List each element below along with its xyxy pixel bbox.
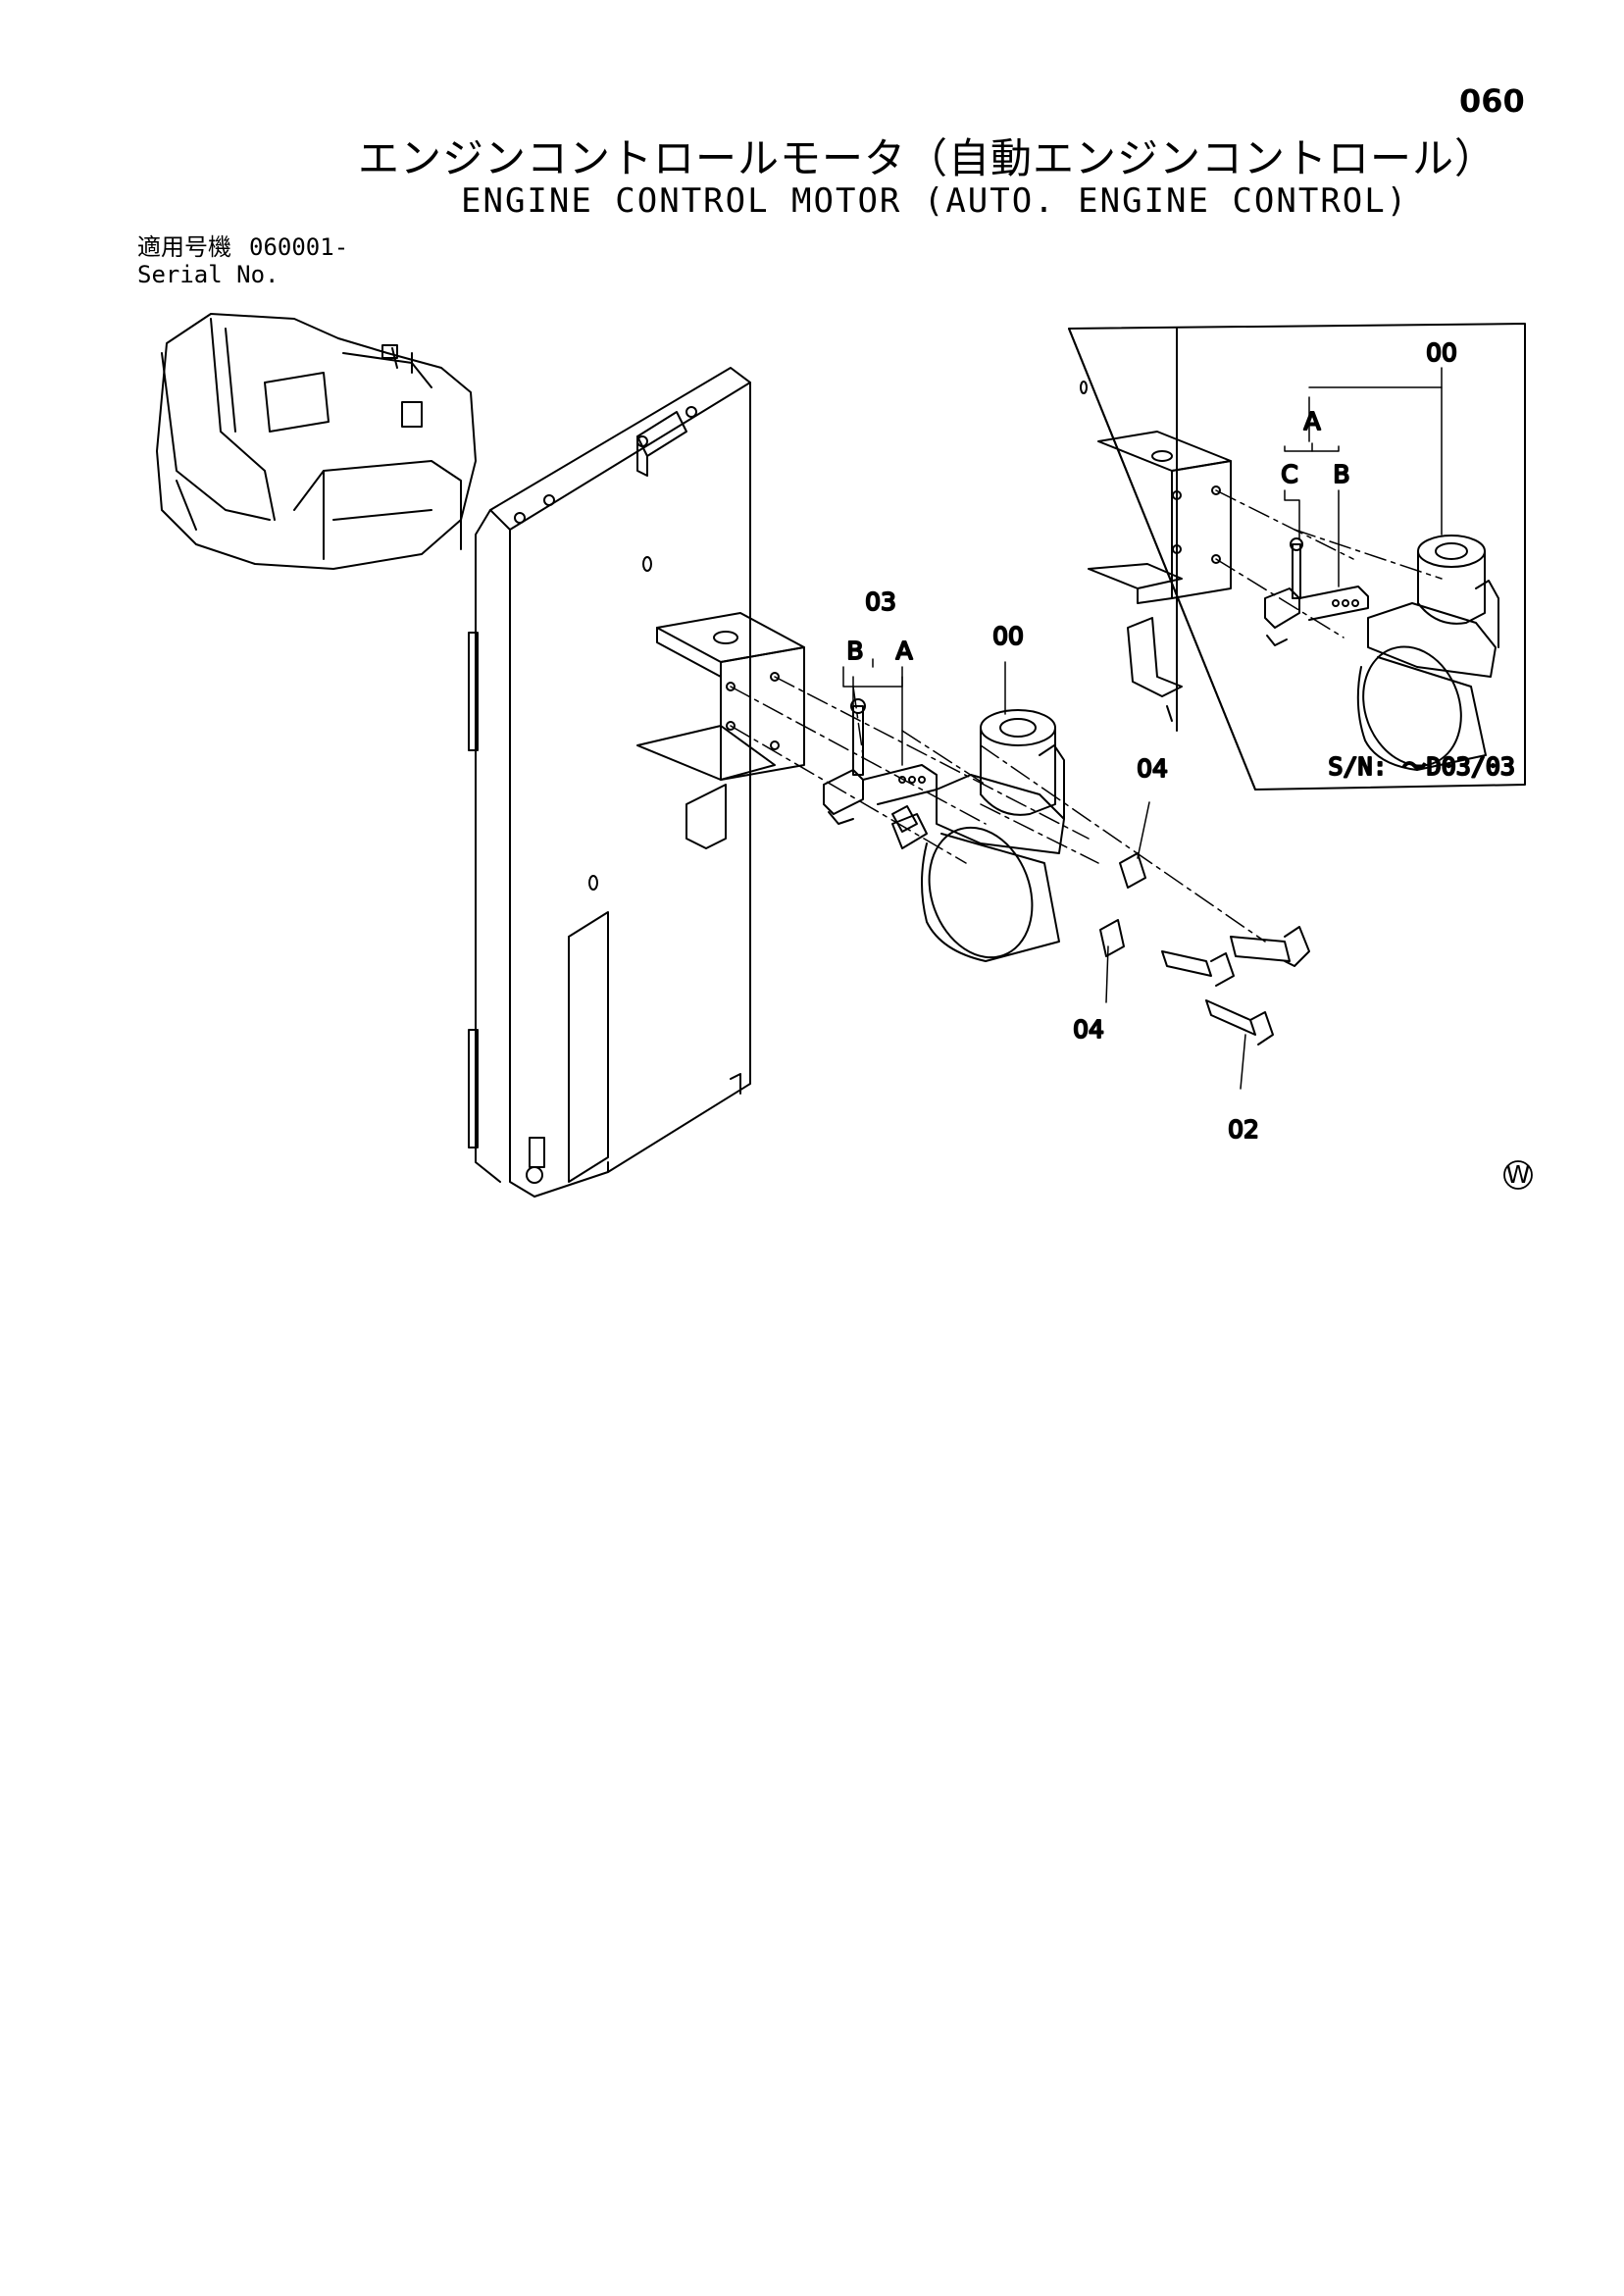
main-leader-lines	[842, 658, 1246, 1090]
washer-parts	[1099, 852, 1146, 957]
label-part-03: 03	[865, 587, 896, 616]
page-title-english: ENGINE CONTROL MOTOR (AUTO. ENGINE CONTR…	[461, 181, 1409, 221]
page-title-japanese: エンジンコントロールモータ（自動エンジンコントロール）	[358, 134, 1497, 182]
serial-value: 060001-	[249, 233, 349, 261]
serial-label-japanese: 適用号機	[137, 233, 231, 261]
w-mark-letter: W	[1506, 1160, 1531, 1189]
label-sub-b: B	[846, 637, 863, 665]
label-part-00: 00	[992, 622, 1024, 650]
w-mark-icon: W	[1503, 1160, 1533, 1190]
label-part-04-bottom: 04	[1073, 1015, 1104, 1044]
engine-control-motor	[891, 709, 1065, 962]
inset-leader-lines	[1284, 367, 1443, 587]
label-sub-a: A	[895, 637, 912, 665]
page-number: 060	[1459, 82, 1525, 120]
control-panel-bracket	[468, 367, 751, 1198]
inset-label-part-00: 00	[1426, 338, 1457, 367]
linkage-assembly	[823, 698, 938, 833]
excavator-location-icon	[156, 313, 477, 570]
serial-label-english: Serial No.	[137, 261, 279, 288]
motor-mount-bracket	[636, 612, 805, 781]
inset-serial-note: S/N: ～D03/03	[1328, 752, 1515, 781]
inset-label-sub-a: A	[1303, 407, 1320, 435]
serial-number-block: 適用号機 060001- Serial No.	[137, 233, 348, 288]
label-part-04-top: 04	[1137, 754, 1168, 783]
bolt-parts	[1161, 926, 1310, 1046]
label-part-02: 02	[1228, 1115, 1259, 1144]
assembly-centerlines	[730, 676, 1266, 943]
inset-detail-box	[1068, 323, 1526, 791]
inset-label-sub-c: C	[1281, 460, 1297, 488]
inset-label-sub-b: B	[1333, 460, 1349, 488]
